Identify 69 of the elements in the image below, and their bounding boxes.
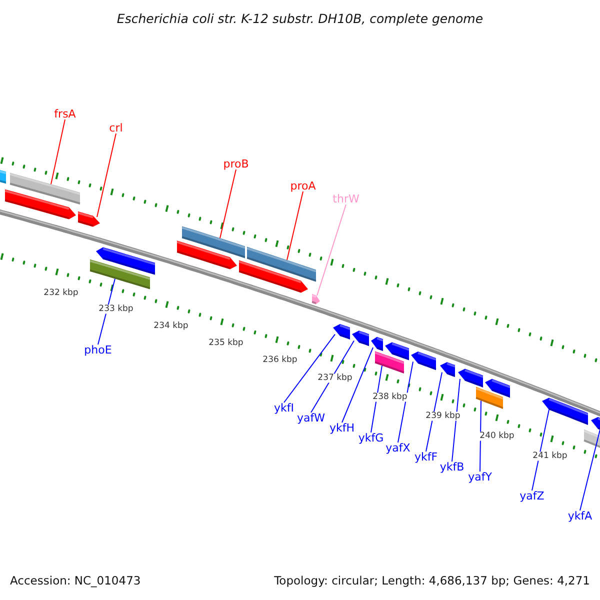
gene-feature <box>182 226 246 258</box>
gene-label: proA <box>290 180 316 192</box>
gene-label: thrW <box>332 194 360 204</box>
gene-label: ykfG <box>358 432 384 444</box>
position-tick-label: 241 kbp <box>532 452 568 460</box>
gene-label: ykfF <box>414 452 438 462</box>
gene-feature <box>4 189 76 220</box>
gene-feature <box>542 398 588 425</box>
gene-label: yafW <box>297 412 325 424</box>
leader-line <box>532 409 550 491</box>
leader-line <box>310 340 354 413</box>
leader-line <box>398 361 414 443</box>
gene-feature <box>411 352 436 370</box>
footer-text: Topology: circular; Length: 4,686,137 bp; Genes: 4,271 <box>274 575 590 587</box>
position-tick-label: 236 kbp <box>262 356 298 364</box>
position-tick-label: 237 kbp <box>316 374 354 382</box>
leader-line <box>286 191 304 260</box>
gene-feature <box>374 351 404 374</box>
leader-line <box>284 334 336 403</box>
leader-line <box>480 400 482 472</box>
gene-feature <box>78 211 100 227</box>
gene-feature <box>312 294 320 304</box>
gene-label: yafY <box>468 472 492 482</box>
gene-feature <box>10 172 80 204</box>
position-tick-label: 239 kbp <box>424 412 462 420</box>
gene-label: yafZ <box>520 490 544 502</box>
gene-feature <box>458 368 484 388</box>
gene-feature <box>176 240 237 270</box>
gene-feature <box>246 246 316 282</box>
gene-feature <box>333 324 350 340</box>
gene-feature <box>96 247 156 275</box>
leader-line <box>98 278 116 345</box>
leader-line <box>426 372 442 452</box>
gene-feature <box>591 417 600 432</box>
gene-label: ykfH <box>329 422 355 434</box>
gene-label: crl <box>109 122 123 134</box>
gene-label: frsA <box>54 108 76 120</box>
leader-line <box>370 365 382 433</box>
position-tick-label: 238 kbp <box>372 392 408 402</box>
position-tick-label: 240 kbp <box>478 432 516 440</box>
gene-feature <box>352 330 370 346</box>
leader-line <box>452 378 460 462</box>
footer-text: Accession: NC_010473 <box>10 575 141 587</box>
gene-label: ykfA <box>568 510 592 522</box>
leader-line <box>580 429 600 511</box>
leader-line <box>50 119 66 185</box>
gene-label: ykfB <box>440 462 464 472</box>
position-tick-label: 234 kbp <box>152 322 190 330</box>
leader-line <box>96 133 116 218</box>
gene-feature <box>90 259 150 290</box>
gene-label: phoE <box>84 344 112 356</box>
position-tick-label: 232 kbp <box>42 288 80 298</box>
leader-line <box>316 204 346 296</box>
gene-feature <box>238 260 308 293</box>
gene-feature <box>476 386 504 409</box>
position-tick-label: 233 kbp <box>98 304 134 314</box>
gene-label: ykfI <box>274 402 294 414</box>
position-tick-label: 235 kbp <box>208 338 244 348</box>
gene-label: yafX <box>386 442 410 454</box>
gene-feature <box>0 167 6 184</box>
title: Escherichia coli str. K-12 substr. DH10B, complete genome <box>116 11 484 26</box>
gene-label: proB <box>223 158 249 170</box>
leader-line <box>342 347 374 423</box>
gene-feature <box>440 362 456 377</box>
leader-line <box>220 169 236 239</box>
gene-feature <box>385 342 410 360</box>
gene-feature <box>371 336 384 351</box>
gene-feature <box>584 429 600 450</box>
gene-feature <box>485 378 510 398</box>
